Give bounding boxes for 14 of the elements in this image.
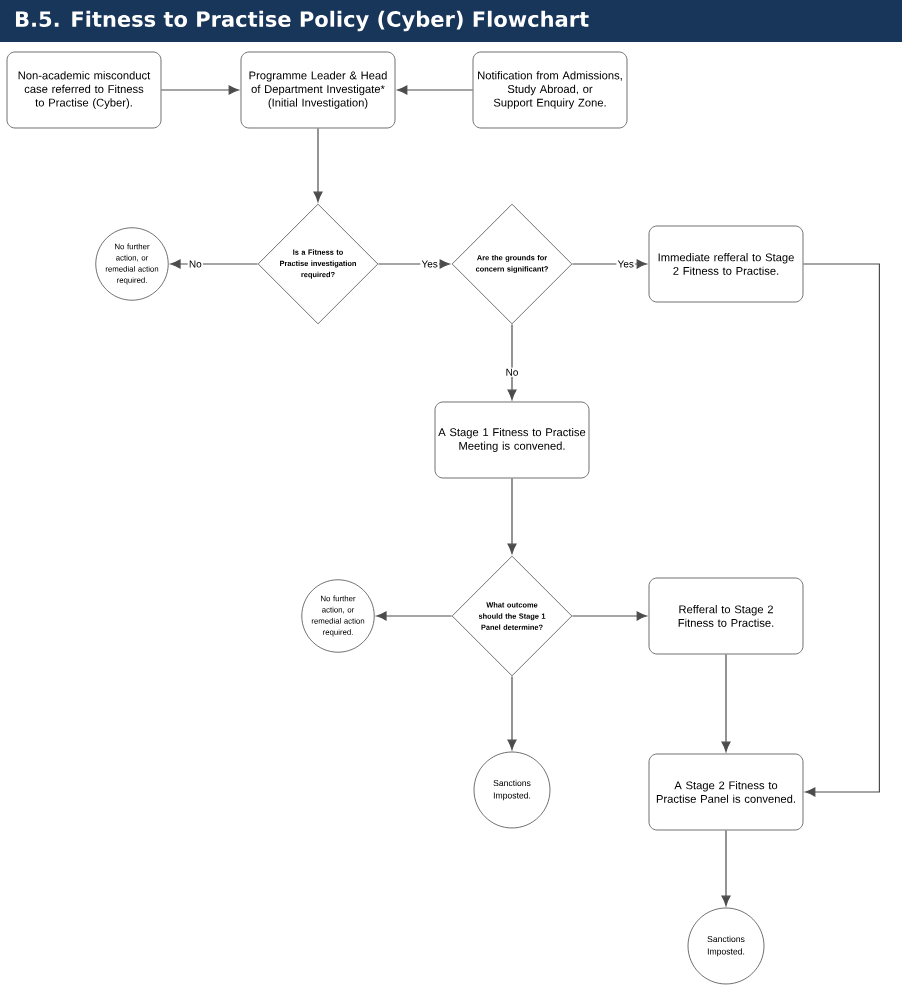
arrow [376, 611, 453, 621]
arrow [507, 477, 517, 554]
arrow [507, 323, 517, 400]
arrow [313, 127, 323, 202]
arrow [397, 85, 474, 95]
title-bar: B.5. Fitness to Practise Policy (Cyber) Flowchart [0, 0, 902, 42]
arrow [170, 259, 259, 269]
arrow [571, 259, 647, 269]
arrow [160, 85, 239, 95]
arrow [507, 675, 517, 750]
arrow [802, 263, 880, 797]
arrow [571, 611, 647, 621]
arrow [721, 653, 731, 752]
arrow [721, 829, 731, 906]
